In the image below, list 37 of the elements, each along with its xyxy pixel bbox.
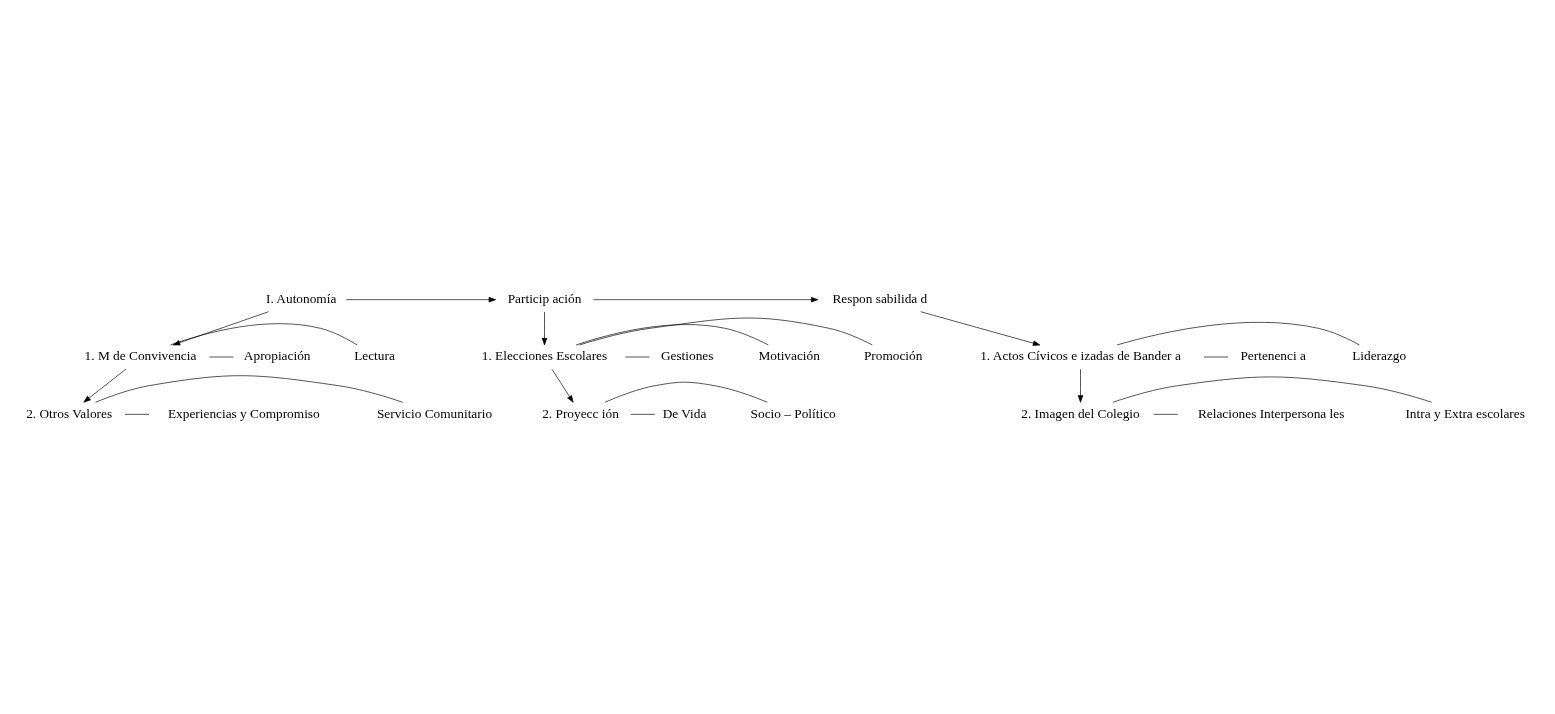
- node-text: Particip ación: [507, 291, 582, 306]
- node-text: 1. Elecciones Escolares: [481, 348, 608, 364]
- node-text: Respon sabilida d: [832, 291, 928, 306]
- node-text: 2. Imagen del Colegio: [1021, 405, 1140, 421]
- node-text: Motivación: [758, 348, 820, 364]
- connector: [95, 375, 403, 403]
- node-text: 1. M de Convivencia: [84, 348, 197, 364]
- arrow: [1077, 368, 1084, 403]
- node-text: Servicio Comunitario: [376, 405, 493, 421]
- node-text: De Vida: [662, 405, 707, 421]
- arrow: [551, 368, 574, 403]
- connector: [1112, 376, 1432, 403]
- arrow: [541, 311, 548, 346]
- node-text: Experiencias y Compromiso: [167, 405, 320, 421]
- arrow: [172, 311, 269, 346]
- connector: [604, 381, 768, 403]
- arrow: [920, 311, 1041, 346]
- node-text: Intra y Extra escolares: [1405, 405, 1525, 421]
- node-text: Apropiación: [243, 348, 311, 364]
- node-text: Relaciones Interpersona les: [1197, 405, 1345, 421]
- connector: [579, 317, 873, 346]
- connector: [1116, 322, 1360, 346]
- node-text: I. Autonomía: [265, 291, 337, 306]
- node-text: Liderazgo: [1352, 348, 1407, 364]
- arrow: [345, 297, 497, 303]
- node-text: Socio – Político: [750, 405, 836, 421]
- node-text: 1. Actos Cívicos e izadas de Bander a: [980, 348, 1181, 364]
- arrow: [83, 368, 127, 403]
- node-text: Gestiones: [660, 348, 714, 364]
- node-text: 2. Otros Valores: [26, 405, 113, 421]
- node-text: Promoción: [863, 348, 923, 364]
- node-text: Pertenenci a: [1240, 348, 1306, 364]
- node-text: Lectura: [354, 348, 395, 364]
- connector: [575, 324, 769, 346]
- arrow: [592, 297, 819, 303]
- node-text: 2. Proyecc ión: [542, 405, 619, 421]
- connector: [170, 323, 358, 346]
